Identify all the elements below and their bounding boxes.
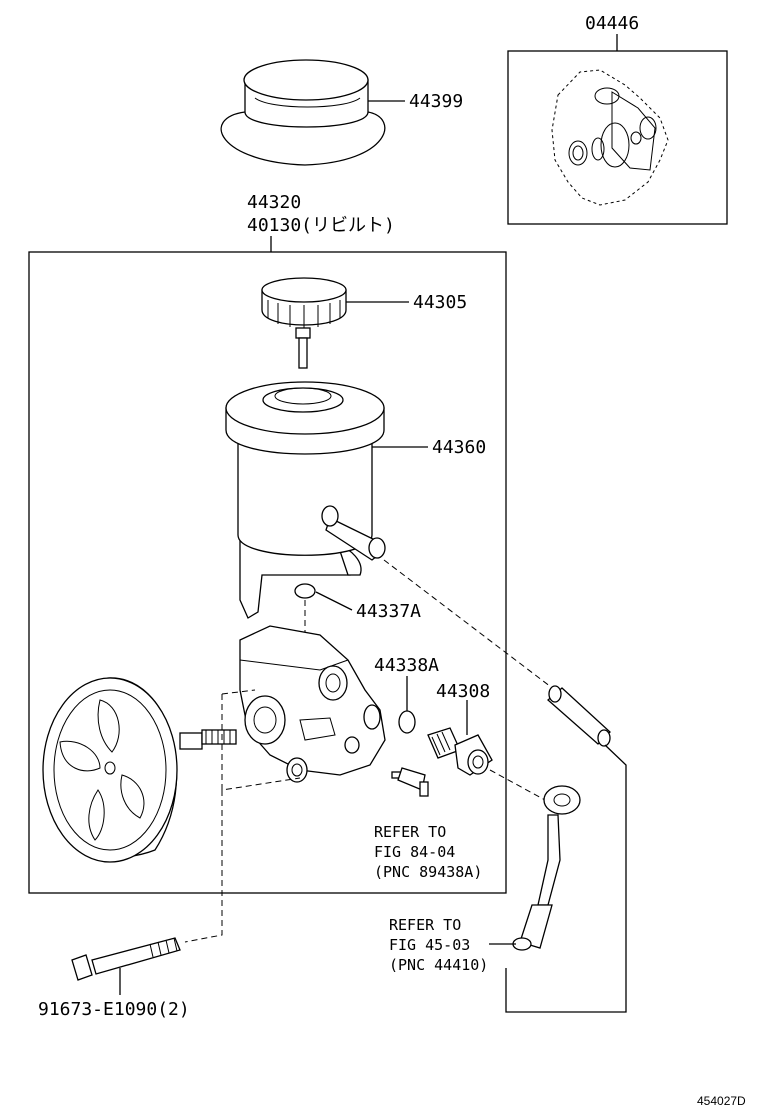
part-label-44308[interactable]: 44308 <box>436 681 490 702</box>
refer-note-sensor: REFER TO FIG 84-04 (PNC 89438A) <box>374 823 482 881</box>
pulley-group <box>42 677 237 863</box>
reservoir-cover-flange <box>220 111 386 166</box>
refer-2-line2[interactable]: FIG 45-03 <box>389 936 470 954</box>
refer-1-line3[interactable]: (PNC 89438A) <box>374 863 482 881</box>
part-label-40130[interactable]: 40130(リビルト) <box>247 215 395 236</box>
part-label-44399[interactable]: 44399 <box>409 91 463 112</box>
reservoir-cap-group: 44305 <box>261 277 467 369</box>
refer-2-line3[interactable]: (PNC 44410) <box>389 956 488 974</box>
seal-kit-group: 04446 <box>507 13 728 225</box>
refer-1-line2[interactable]: FIG 84-04 <box>374 843 455 861</box>
reservoir-tank-group: 44360 <box>225 381 486 619</box>
part-label-44360[interactable]: 44360 <box>432 437 486 458</box>
part-label-04446[interactable]: 04446 <box>585 13 639 34</box>
pressure-hose <box>512 785 581 951</box>
seal-kit-drawing <box>551 69 669 206</box>
reservoir-cover-group: 44399 <box>220 59 463 166</box>
figure-id: 454027D <box>697 1094 746 1108</box>
return-hose-end <box>547 685 611 747</box>
part-label-91673[interactable]: 91673-E1090(2) <box>38 999 190 1020</box>
o-ring-44337A-group: 44337A <box>294 583 421 645</box>
part-label-44320[interactable]: 44320 <box>247 192 301 213</box>
fitting-group: 44338A 44308 <box>374 655 493 776</box>
part-label-44337A[interactable]: 44337A <box>356 601 421 622</box>
refer-note-hose: REFER TO FIG 45-03 (PNC 44410) <box>389 916 516 974</box>
pump-body-group <box>239 625 429 797</box>
part-label-44305[interactable]: 44305 <box>413 292 467 313</box>
part-label-44338A[interactable]: 44338A <box>374 655 439 676</box>
refer-1-line1[interactable]: REFER TO <box>374 823 446 841</box>
pump-assembly-box <box>28 251 507 894</box>
refer-2-line1[interactable]: REFER TO <box>389 916 461 934</box>
bolt-group: 91673-E1090(2) <box>38 937 190 1020</box>
